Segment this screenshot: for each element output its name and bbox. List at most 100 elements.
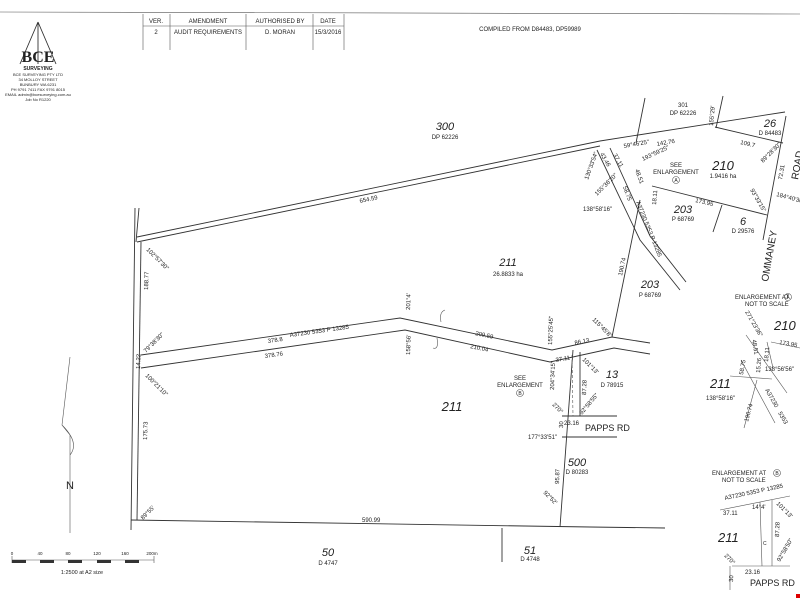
svg-text:0: 0 bbox=[11, 551, 14, 556]
svg-text:B: B bbox=[775, 471, 779, 477]
svg-text:138°58'16": 138°58'16" bbox=[583, 207, 612, 213]
svg-text:D 78915: D 78915 bbox=[601, 383, 624, 389]
svg-text:301: 301 bbox=[678, 103, 689, 109]
svg-text:37.11: 37.11 bbox=[611, 153, 624, 169]
svg-text:18.11: 18.11 bbox=[652, 189, 659, 205]
svg-text:203: 203 bbox=[640, 279, 660, 291]
svg-text:93°33'15": 93°33'15" bbox=[748, 188, 766, 213]
lot-labels: 300 DP 62226 301 DP 62226 26 D 84483 210… bbox=[318, 103, 782, 567]
svg-text:92°58'55": 92°58'55" bbox=[579, 393, 600, 417]
svg-text:B: B bbox=[518, 391, 522, 397]
svg-text:378.8: 378.8 bbox=[267, 337, 283, 345]
page-top-border bbox=[0, 11, 800, 15]
svg-text:590.99: 590.99 bbox=[362, 518, 381, 524]
svg-text:P 68769: P 68769 bbox=[672, 217, 695, 223]
svg-text:AMENDMENT: AMENDMENT bbox=[189, 19, 228, 25]
svg-text:48.51: 48.51 bbox=[750, 339, 759, 355]
svg-text:VER.: VER. bbox=[149, 19, 163, 25]
svg-text:200m: 200m bbox=[146, 551, 158, 556]
svg-text:13: 13 bbox=[606, 369, 619, 381]
svg-text:D. MORAN: D. MORAN bbox=[265, 30, 295, 36]
svg-text:14.22: 14.22 bbox=[136, 353, 143, 369]
svg-text:37.11: 37.11 bbox=[555, 355, 571, 364]
svg-text:378.76: 378.76 bbox=[264, 351, 284, 360]
svg-text:188.77: 188.77 bbox=[144, 271, 151, 290]
svg-text:102°57'30": 102°57'30" bbox=[145, 247, 170, 272]
svg-text:SURVEYING: SURVEYING bbox=[23, 66, 52, 72]
svg-text:120: 120 bbox=[93, 551, 101, 556]
svg-text:101°13': 101°13' bbox=[581, 357, 600, 376]
svg-text:50: 50 bbox=[322, 547, 335, 559]
svg-text:58.75: 58.75 bbox=[739, 359, 748, 375]
svg-text:NOT TO SCALE: NOT TO SCALE bbox=[722, 478, 766, 484]
svg-text:ENLARGEMENT: ENLARGEMENT bbox=[653, 170, 699, 176]
svg-text:BCE SURVEYING PTY LTD: BCE SURVEYING PTY LTD bbox=[13, 72, 63, 77]
svg-text:26.8833 ha: 26.8833 ha bbox=[493, 272, 524, 278]
svg-text:210: 210 bbox=[773, 318, 796, 333]
svg-text:177°33'51": 177°33'51" bbox=[528, 435, 557, 441]
svg-text:Job No R1220: Job No R1220 bbox=[25, 97, 51, 102]
svg-text:AUTHORISED BY: AUTHORISED BY bbox=[255, 19, 304, 25]
svg-text:ENLARGEMENT AT: ENLARGEMENT AT bbox=[735, 295, 789, 301]
svg-text:EMAIL admin@bcesurveying.com.a: EMAIL admin@bcesurveying.com.au bbox=[5, 92, 71, 97]
svg-text:201°4': 201°4' bbox=[406, 293, 413, 310]
svg-text:204°34'15": 204°34'15" bbox=[550, 361, 557, 390]
svg-text:48.51: 48.51 bbox=[633, 169, 644, 186]
svg-text:SEE: SEE bbox=[670, 163, 682, 169]
svg-text:15/3/2016: 15/3/2016 bbox=[315, 30, 342, 36]
see-enlargement-a: SEE ENLARGEMENT A bbox=[653, 163, 699, 184]
svg-text:101°13': 101°13' bbox=[775, 501, 794, 520]
svg-text:270°: 270° bbox=[551, 402, 564, 415]
svg-text:155°29': 155°29' bbox=[709, 105, 717, 126]
svg-text:ENLARGEMENT: ENLARGEMENT bbox=[497, 383, 543, 389]
svg-text:PH 9791 7411 FAX 9791 8015: PH 9791 7411 FAX 9791 8015 bbox=[11, 87, 66, 92]
svg-text:87.28: 87.28 bbox=[775, 521, 782, 537]
svg-text:1:2500 at A2 size: 1:2500 at A2 size bbox=[61, 570, 103, 576]
svg-text:N: N bbox=[66, 480, 74, 492]
svg-text:A37230 5353 P 13285: A37230 5353 P 13285 bbox=[289, 325, 350, 339]
svg-text:NOT TO SCALE: NOT TO SCALE bbox=[745, 302, 789, 308]
svg-text:210.04: 210.04 bbox=[470, 344, 490, 354]
enlargement-b-inset: ENLARGEMENT AT B NOT TO SCALE A37230 535… bbox=[712, 469, 795, 590]
svg-text:DATE: DATE bbox=[320, 19, 336, 25]
svg-text:92°58'50": 92°58'50" bbox=[777, 538, 795, 563]
svg-text:87.28: 87.28 bbox=[582, 379, 589, 395]
svg-text:173.95: 173.95 bbox=[779, 340, 799, 349]
svg-text:DP 62226: DP 62226 bbox=[432, 135, 459, 141]
compiled-from-note: COMPILED FROM D84483, DP59989 bbox=[479, 27, 581, 33]
svg-text:34 MOLLOY STREET: 34 MOLLOY STREET bbox=[18, 77, 58, 82]
svg-text:654.59: 654.59 bbox=[359, 195, 379, 205]
svg-text:5353: 5353 bbox=[776, 411, 788, 426]
svg-text:59°46'25": 59°46'25" bbox=[623, 140, 649, 150]
svg-text:23.16: 23.16 bbox=[745, 570, 761, 576]
svg-text:C: C bbox=[763, 541, 767, 547]
svg-text:15.26: 15.26 bbox=[756, 357, 763, 373]
svg-text:300: 300 bbox=[436, 121, 455, 133]
svg-text:1.9416 ha: 1.9416 ha bbox=[710, 174, 737, 180]
svg-text:155°25'45": 155°25'45" bbox=[548, 316, 555, 345]
svg-text:ROAD: ROAD bbox=[790, 150, 800, 180]
svg-text:138°56'56": 138°56'56" bbox=[765, 367, 794, 373]
svg-text:BCE: BCE bbox=[22, 49, 55, 66]
svg-text:43.46: 43.46 bbox=[598, 152, 611, 169]
svg-text:PAPPS RD: PAPPS RD bbox=[750, 578, 795, 588]
svg-text:14°4': 14°4' bbox=[752, 505, 766, 511]
svg-text:6: 6 bbox=[740, 216, 747, 228]
svg-text:173.95: 173.95 bbox=[695, 198, 715, 208]
svg-text:30: 30 bbox=[559, 421, 565, 429]
svg-text:211: 211 bbox=[717, 530, 739, 545]
svg-text:51: 51 bbox=[524, 545, 536, 557]
svg-text:PAPPS RD: PAPPS RD bbox=[585, 423, 630, 433]
svg-text:18.11: 18.11 bbox=[764, 346, 771, 362]
enlargement-a-inset: ENLARGEMENT AT A NOT TO SCALE 210 211 27… bbox=[706, 293, 800, 429]
svg-text:D 29576: D 29576 bbox=[732, 229, 755, 235]
north-arrow: N bbox=[61, 356, 74, 533]
svg-text:A: A bbox=[674, 178, 678, 184]
svg-text:DP 62226: DP 62226 bbox=[670, 111, 697, 117]
scale-bar: 0 40 80 120 160 200m 1:2500 at A2 size bbox=[11, 551, 158, 576]
svg-text:130°33'54": 130°33'54" bbox=[584, 151, 600, 180]
svg-text:193°59'25": 193°59'25" bbox=[641, 145, 670, 163]
svg-text:160: 160 bbox=[121, 551, 129, 556]
svg-text:203: 203 bbox=[673, 204, 693, 216]
svg-text:D 80283: D 80283 bbox=[566, 470, 589, 476]
